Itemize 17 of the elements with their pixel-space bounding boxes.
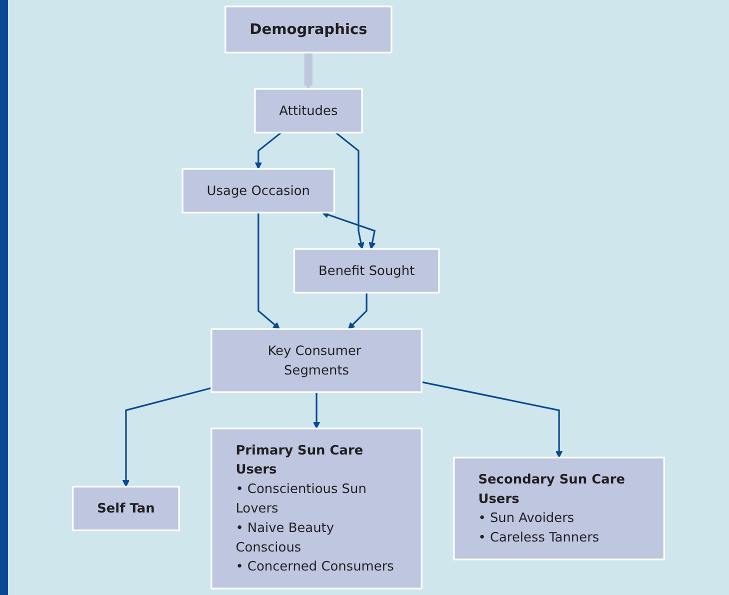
arrow: [122, 387, 212, 487]
node-box: Key Consumer Segments: [210, 328, 422, 393]
node-box: Self Tan: [72, 486, 180, 532]
arrow: [348, 292, 368, 330]
arrow: [254, 132, 282, 170]
arrow: [421, 381, 563, 458]
node-box: Usage Occasion: [182, 168, 336, 214]
node-box: Secondary Sun Care Users • Sun Avoiders • Careless Tanners: [453, 456, 665, 560]
node-box: Attitudes: [254, 88, 363, 134]
arrow: [258, 212, 280, 330]
arrow: [322, 211, 376, 250]
node-box: Primary Sun Care Users • Conscientious Sun Lovers • Naive Beauty Conscious • Concerned Consumers: [210, 428, 422, 590]
arrow: [312, 392, 320, 429]
node-box: Benefit Sought: [293, 248, 440, 294]
node-box: Demographics: [224, 6, 392, 54]
arrow: [304, 52, 312, 90]
arrow: [335, 132, 364, 250]
